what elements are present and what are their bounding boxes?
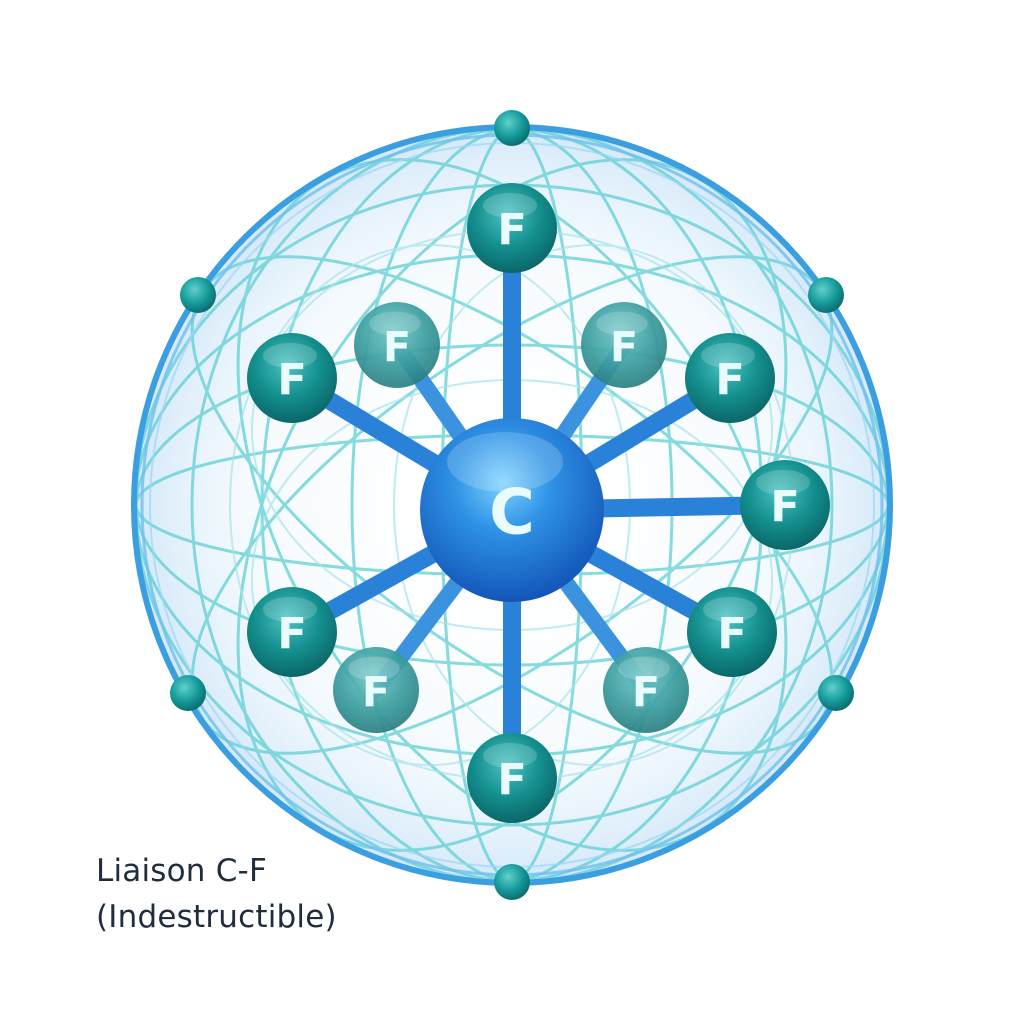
fluorine-atom: F (603, 647, 689, 733)
fluorine-atom: F (740, 460, 830, 550)
node-lower-left (170, 675, 206, 711)
fluorine-atom: F (247, 587, 337, 677)
fluorine-label: F (610, 323, 638, 371)
fluorine-label: F (770, 482, 799, 532)
caption-title: Liaison C-F (96, 853, 267, 889)
fluorine-label: F (277, 609, 306, 659)
node-upper-right (808, 277, 844, 313)
fluorine-atom: F (685, 333, 775, 423)
fluorine-atom: F (581, 302, 667, 388)
fluorine-label: F (362, 668, 390, 716)
fluorine-atom: F (333, 647, 419, 733)
fluorine-atom: F (247, 333, 337, 423)
fluorine-label: F (277, 355, 306, 405)
node-upper-left (180, 277, 216, 313)
caption-subtitle: (Indestructible) (96, 899, 337, 935)
fluorine-label: F (715, 355, 744, 405)
fluorine-atom: F (687, 587, 777, 677)
fluorine-label: F (383, 323, 411, 371)
fluorine-atom: F (467, 733, 557, 823)
carbon-atom: C (420, 418, 604, 602)
fluorine-atom: F (467, 183, 557, 273)
fluorine-label: F (497, 205, 526, 255)
fluorine-label: F (717, 609, 746, 659)
node-top (494, 110, 530, 146)
carbon-label: C (489, 476, 535, 549)
outer-nodes (170, 110, 854, 900)
fluorine-atom: F (354, 302, 440, 388)
node-bottom (494, 864, 530, 900)
fluorine-atoms: F F F F F F F F F F F (247, 183, 830, 823)
caption: Liaison C-F (Indestructible) (96, 848, 337, 940)
fluorine-label: F (497, 755, 526, 805)
fluorine-label: F (632, 668, 660, 716)
node-lower-right (818, 675, 854, 711)
